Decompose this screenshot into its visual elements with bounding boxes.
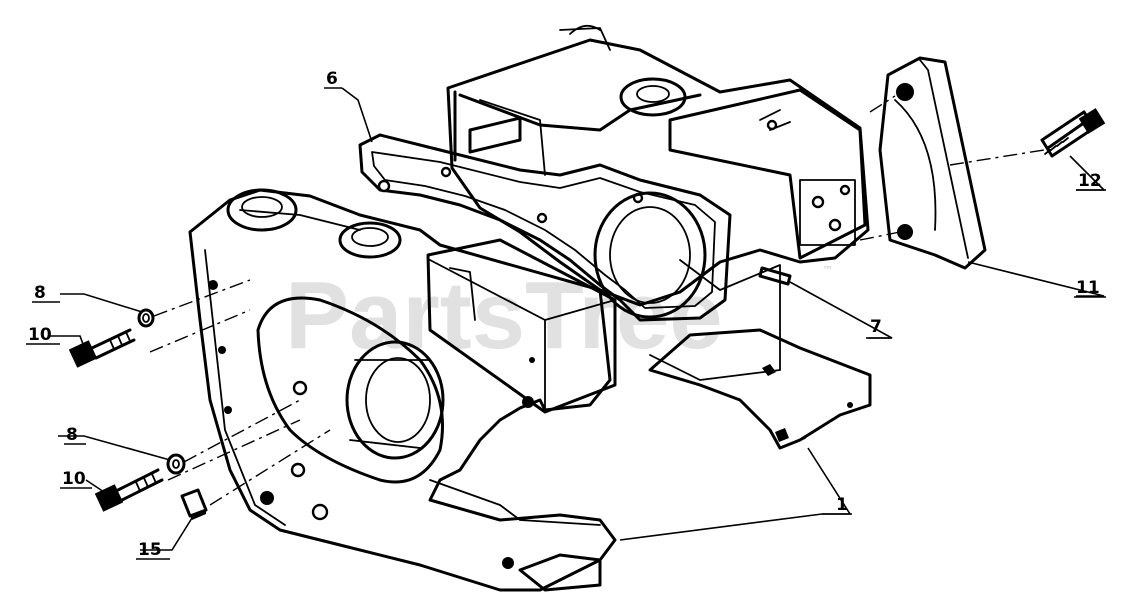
washer-upper bbox=[137, 308, 155, 328]
callout-1: 1 bbox=[836, 495, 848, 515]
dowel-pin-7 bbox=[758, 266, 792, 286]
callout-10-upper: 10 bbox=[28, 325, 52, 345]
callout-15: 15 bbox=[138, 540, 162, 560]
cover-plate bbox=[878, 56, 987, 270]
bolt-lower bbox=[94, 468, 164, 512]
screw-12 bbox=[1040, 108, 1106, 158]
callout-12: 12 bbox=[1078, 171, 1102, 191]
callout-7: 7 bbox=[870, 317, 882, 337]
mounting-base bbox=[648, 328, 872, 450]
watermark-trademark: ™ bbox=[822, 264, 833, 277]
washer-lower bbox=[166, 453, 186, 475]
callout-6: 6 bbox=[326, 69, 338, 89]
bolt-upper bbox=[68, 328, 136, 368]
front-crankcase-half bbox=[188, 188, 617, 592]
gasket bbox=[358, 133, 732, 322]
sleeve-15 bbox=[180, 488, 208, 520]
callout-11: 11 bbox=[1076, 278, 1100, 298]
callout-10-lower: 10 bbox=[62, 469, 86, 489]
callout-8-lower: 8 bbox=[66, 425, 78, 445]
assembly-center-lines bbox=[149, 95, 1045, 506]
callout-labels: 6 8 10 8 10 15 7 12 11 1 bbox=[26, 69, 1106, 560]
callout-8-upper: 8 bbox=[34, 283, 46, 303]
rear-crankcase-half bbox=[446, 24, 870, 381]
